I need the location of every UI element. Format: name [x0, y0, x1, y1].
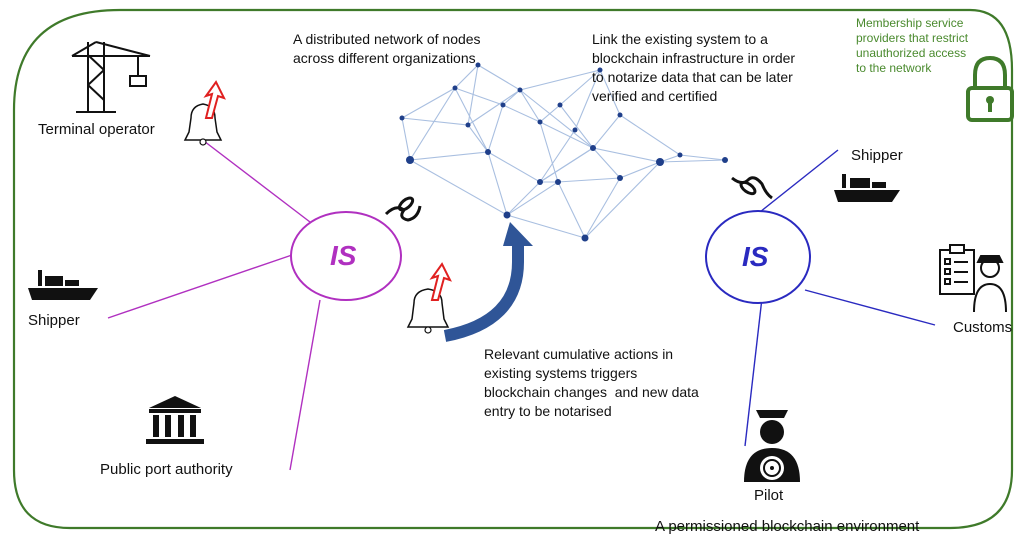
link-port-authority [289, 299, 321, 471]
is-right-circle [705, 210, 811, 304]
alert-arrow-top-icon [203, 80, 226, 119]
is-left-label: IS [330, 240, 357, 271]
is-left-circle [290, 211, 402, 301]
customs-label: Customs [953, 319, 1013, 336]
permissioned-environment-boundary [12, 8, 1014, 530]
trigger-arrow-icon [443, 222, 533, 342]
actions-description: Relevant cumulative actions in existing … [484, 346, 699, 419]
knot-link-right-icon [731, 176, 773, 200]
shipper-left-label: Shipper [28, 312, 80, 329]
link-shipper-left [107, 254, 293, 319]
is-right-label: IS [742, 241, 769, 272]
link-pilot [744, 297, 763, 447]
link-customs [804, 289, 936, 326]
network-description: A distributed network of nodes across di… [293, 31, 481, 66]
terminal-operator-label: Terminal operator [38, 121, 155, 138]
port-authority-building-icon [146, 396, 204, 444]
left-system-links [107, 137, 321, 471]
bell-icon-middle [406, 288, 450, 334]
ship-icon-right [834, 174, 900, 202]
link-description: Link the existing system to a blockchain… [592, 31, 796, 104]
alert-arrow-middle-icon [429, 262, 452, 301]
msp-description: Membership service providers that restri… [856, 16, 969, 75]
link-shipper-right [759, 149, 839, 213]
pilot-label: Pilot [754, 487, 784, 504]
bell-icon-top [183, 103, 223, 146]
link-terminal-operator [199, 137, 311, 223]
environment-label: A permissioned blockchain environment [655, 518, 920, 535]
right-system-links [744, 149, 936, 447]
ship-icon-left [28, 270, 98, 300]
pilot-icon [744, 410, 800, 482]
shipper-right-label: Shipper [851, 147, 903, 164]
customs-officer-icon [939, 244, 1007, 313]
knot-link-left-icon [384, 196, 422, 222]
blockchain-nodes [399, 62, 728, 242]
crane-icon [71, 41, 151, 113]
port-authority-label: Public port authority [100, 461, 233, 478]
padlock-icon [966, 55, 1014, 122]
